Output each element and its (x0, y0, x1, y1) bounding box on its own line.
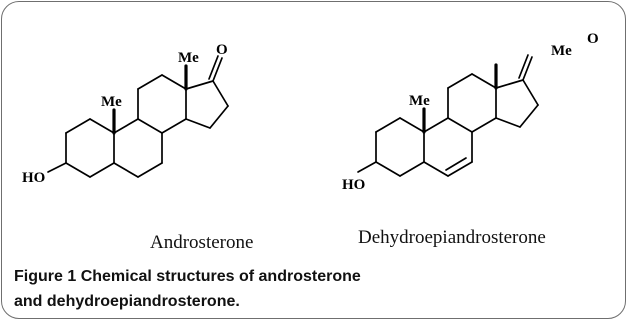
androsterone-methyl-bonds (112, 64, 188, 135)
dhea-oxygen-label: O (587, 31, 599, 47)
androsterone-ketone-bond (208, 55, 223, 82)
androsterone-name: Androsterone (150, 232, 254, 253)
dhea-ring-a (375, 117, 425, 177)
figure-caption: Figure 1 Chemical structures of androste… (14, 264, 614, 314)
dhea-hydroxyl-bond (357, 161, 377, 173)
dhea-hydroxyl-label: HO (342, 177, 365, 193)
dhea-ketone-bond (518, 54, 533, 81)
androsterone-ring-d (185, 80, 229, 129)
dhea-methyl-b-label: Me (551, 43, 572, 59)
dhea-ring-b (423, 117, 473, 177)
figure-caption-label: Figure 1 (14, 268, 77, 285)
androsterone-ring-b (113, 118, 163, 178)
dhea-ring-d (495, 79, 539, 128)
androsterone-hydroxyl-label: HO (22, 170, 45, 186)
androsterone-methyl-a-label: Me (101, 94, 122, 110)
androsterone-methyl-b-label: Me (178, 50, 199, 66)
figure-caption-line2: and dehydroepiandrosterone. (14, 293, 240, 310)
androsterone-ring-a (65, 118, 115, 178)
androsterone-structure: Me Me O HO (22, 42, 229, 186)
androsterone-hydroxyl-bond (47, 162, 67, 173)
dhea-ring-c (447, 73, 497, 133)
androsterone-ring-c (137, 74, 187, 134)
figure-caption-line1: Chemical structures of androsterone (80, 268, 361, 285)
androsterone-oxygen-label: O (216, 42, 228, 58)
dhea-structure: Me Me O HO (342, 31, 599, 193)
dhea-methyl-bonds (422, 63, 498, 134)
dhea-methyl-a-label: Me (409, 93, 430, 109)
dhea-name: Dehydroepiandrosterone (358, 227, 546, 248)
